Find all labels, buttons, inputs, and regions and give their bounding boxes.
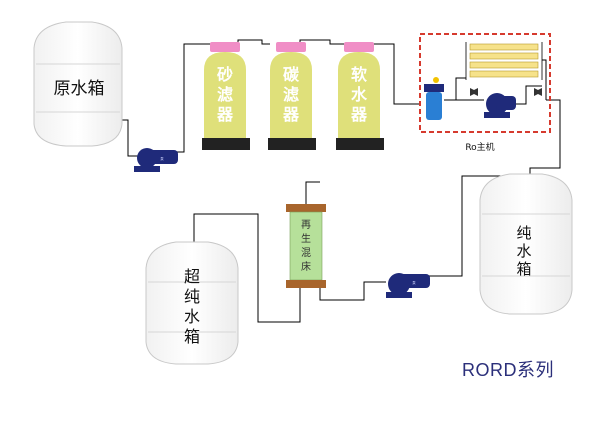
sand-filter-label-3: 器 (216, 105, 234, 124)
ultrapure-water-tank-label-3: 水 (184, 307, 200, 326)
softener-label-1: 软 (351, 65, 367, 84)
svg-text:泵: 泵 (412, 280, 416, 285)
pipes (122, 39, 561, 323)
mixed-bed-label-4: 床 (301, 260, 311, 273)
pipe-pure-to-pump2 (418, 175, 520, 277)
carbon-filter-label-3: 器 (282, 105, 300, 124)
ro-label: Ro主机 (465, 141, 494, 153)
ultrapure-water-tank-label-4: 箱 (184, 327, 200, 346)
pipe-raw-to-pump1 (122, 119, 140, 157)
pipe-mixedbed-top (305, 181, 320, 204)
ro-unit: Ro主机 (419, 33, 551, 153)
ultrapure-water-tank-label-1: 超 (184, 267, 200, 286)
carbon-filter-label-1: 碳 (283, 65, 300, 84)
valve-icon (470, 88, 478, 96)
ro-membranes (465, 42, 543, 80)
pipe-mixedbed-to-ultrapure (193, 213, 301, 323)
feed-pump-2: 泵 (386, 273, 430, 298)
raw-water-tank: 原水箱 (33, 21, 123, 147)
pipe-pump2-to-mixedbed (319, 281, 386, 301)
pure-water-tank-label-1: 纯 (516, 224, 531, 242)
svg-text:泵: 泵 (160, 156, 164, 161)
softener-label-3: 器 (350, 105, 368, 124)
ultrapure-water-tank-label-2: 纯 (184, 287, 200, 306)
ultrapure-water-tank: 超 纯 水 箱 (145, 241, 239, 365)
mixed-bed-ion-exchanger: 再 生 混 床 (286, 204, 326, 288)
pure-water-tank: 纯 水 箱 (479, 173, 573, 315)
softener-label-2: 水 (351, 85, 368, 104)
ro-frame (419, 33, 551, 133)
sand-filter-label-1: 砂 (217, 65, 233, 84)
mixed-bed-label-2: 生 (301, 232, 311, 245)
pipe-ro-to-pure (529, 99, 561, 180)
raw-water-tank-label: 原水箱 (54, 79, 105, 99)
pipe-softener-to-ro (372, 43, 420, 105)
cartridge-filter (424, 77, 444, 120)
pipe-carbon-to-softener (299, 39, 346, 45)
sand-filter: 砂 滤 器 (202, 42, 250, 150)
pipe-pump1-to-sand (175, 43, 212, 153)
pipe-sand-to-carbon (237, 39, 270, 45)
series-caption: RORD系列 (462, 360, 554, 380)
carbon-filter-label-2: 滤 (283, 85, 299, 104)
pure-water-tank-label-3: 箱 (516, 260, 531, 278)
valve-icon (534, 88, 542, 96)
sand-filter-label-2: 滤 (217, 85, 233, 104)
carbon-filter: 碳 滤 器 (268, 42, 316, 150)
mixed-bed-label-1: 再 (301, 219, 311, 231)
ro-pump (484, 93, 516, 118)
mixed-bed-label-3: 混 (301, 247, 311, 259)
pure-water-tank-label-2: 水 (516, 242, 531, 260)
softener: 软 水 器 (336, 42, 384, 150)
feed-pump-1: 泵 (134, 148, 178, 172)
